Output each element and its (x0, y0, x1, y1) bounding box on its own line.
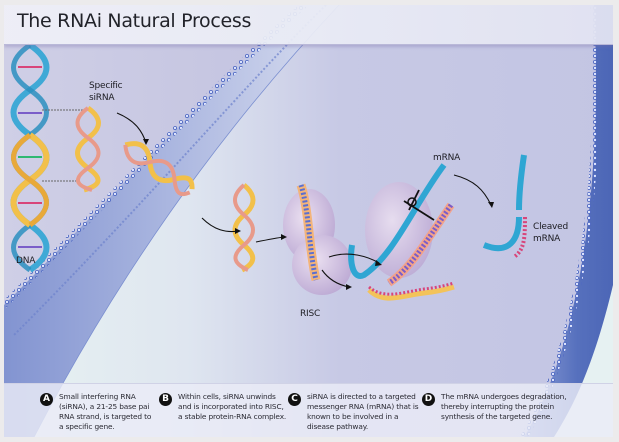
step-badge: B (159, 393, 172, 406)
cleaved-mrna (482, 154, 527, 259)
risc-complex (283, 183, 352, 295)
label-sirna: siRNA (89, 93, 115, 103)
sirna-helix-3 (232, 183, 256, 273)
nuclear-membrane (4, 5, 339, 437)
arrowheads (143, 139, 494, 290)
dna-helix (10, 42, 50, 273)
cell-membrane (524, 5, 613, 437)
cleavage-complex (348, 163, 455, 287)
nucleus (4, 5, 304, 305)
label-cleaved-mrna: mRNA (533, 234, 561, 244)
rnai-illustration (4, 5, 613, 437)
sirna-helix-2 (123, 141, 195, 197)
label-specific: Specific (89, 81, 123, 91)
step-badge: D (422, 393, 435, 406)
label-cleaved: Cleaved (533, 222, 569, 232)
page-title: The RNAi Natural Process (17, 10, 252, 32)
label-dna: DNA (16, 256, 36, 266)
label-risc: RISC (300, 309, 321, 319)
step-d: D The mRNA undergoes degradation,thereby… (422, 392, 567, 422)
step-badge: C (288, 393, 301, 406)
step-description: Small interfering RNA(siRNA), a 21-25 ba… (59, 392, 152, 431)
step-badge: A (40, 393, 53, 406)
title-bar: The RNAi Natural Process (4, 5, 613, 45)
released-sirna (367, 284, 455, 301)
step-description: The mRNA undergoes degradation,thereby i… (441, 392, 567, 421)
step-a: A Small interfering RNA(siRNA), a 21-25 … (40, 392, 151, 432)
caption-bar: A Small interfering RNA(siRNA), a 21-25 … (4, 383, 613, 437)
diagram-frame: The RNAi Natural Process Specific siRNA … (4, 5, 613, 437)
label-mrna: mRNA (433, 153, 461, 163)
sirna-helix-1 (75, 105, 101, 193)
